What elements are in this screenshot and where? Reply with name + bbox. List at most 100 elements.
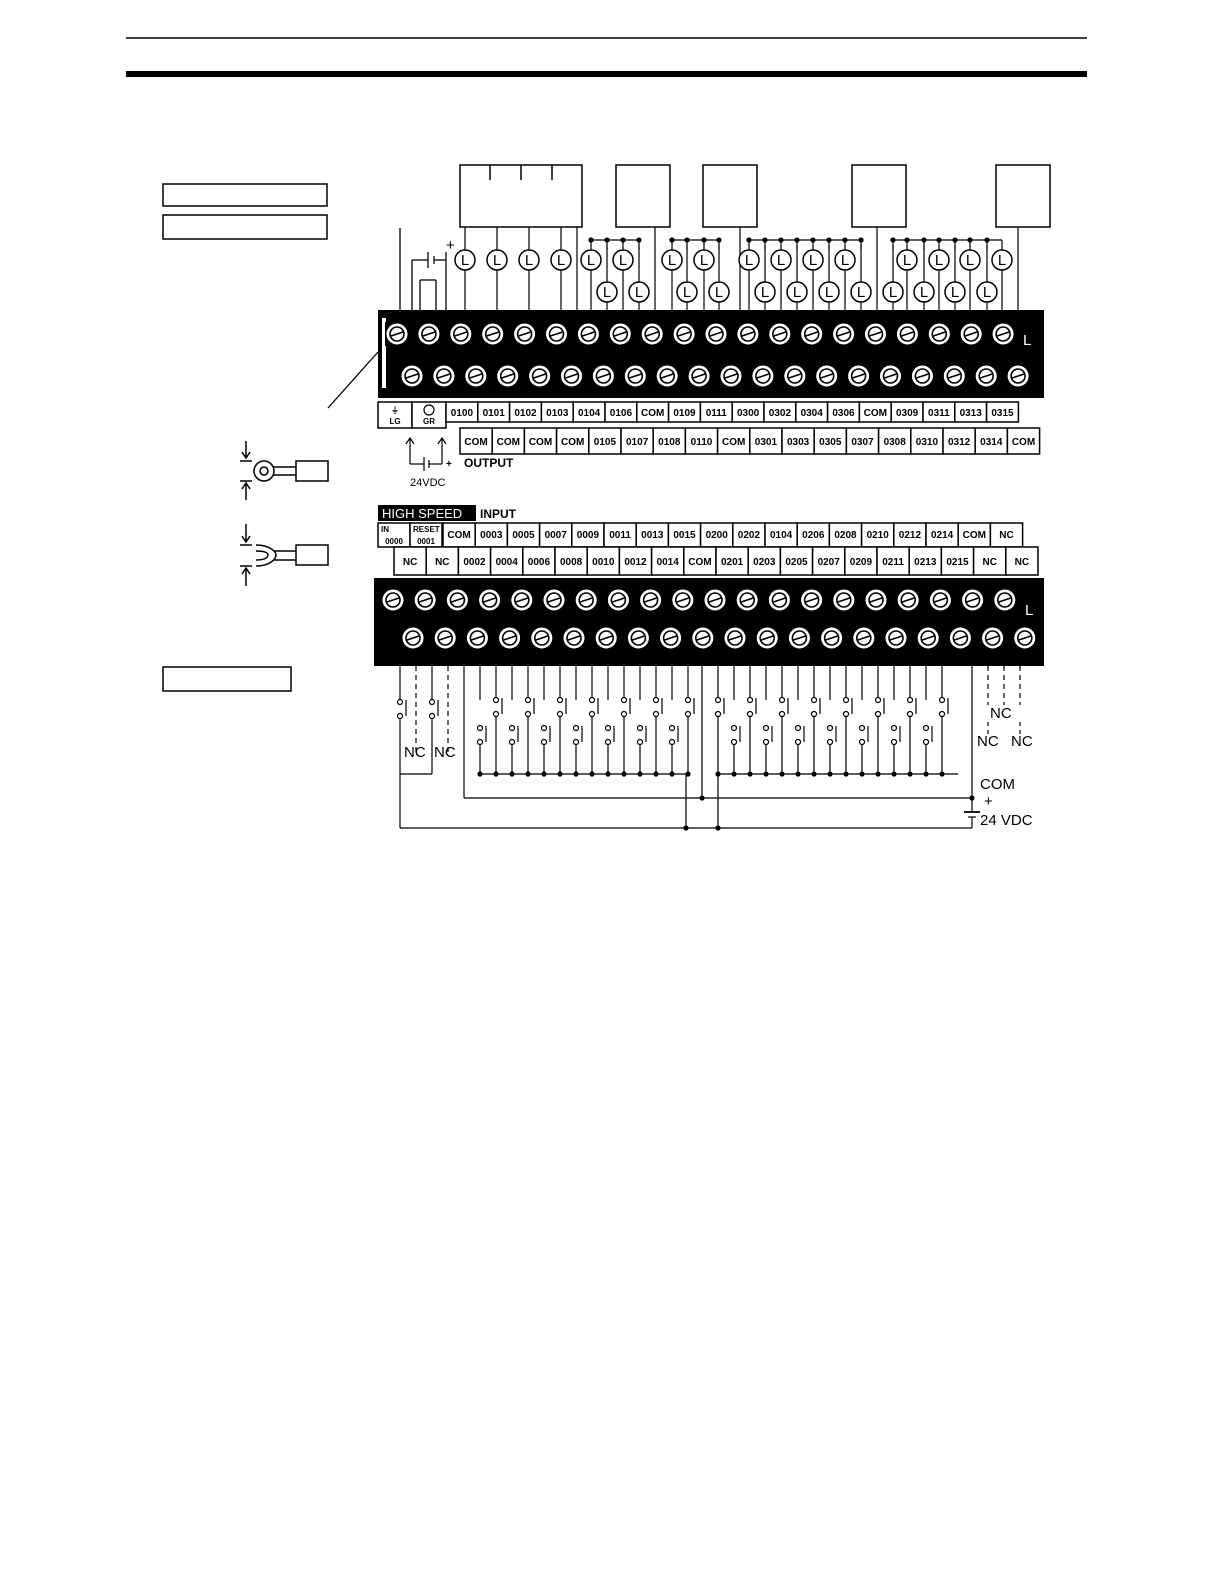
input-switch-icon (572, 724, 583, 746)
terminal-screw-icon (687, 364, 712, 388)
leader-line (327, 351, 379, 409)
output-bottom-label-8: COM (716, 427, 751, 455)
output-bottom-label-4: 0105 (588, 427, 622, 455)
hs-label-bottom: 0001 (417, 537, 435, 546)
output-bottom-label-17: COM (1006, 427, 1041, 455)
hs-input-label-1: RESET 0001 (409, 522, 443, 548)
terminal-screw-icon (799, 322, 824, 346)
junction-dot (890, 237, 896, 243)
input-switch-icon (396, 698, 407, 720)
input-bottom-label-5: 0008 (554, 546, 588, 576)
terminal-screw-icon (928, 588, 953, 612)
terminal-screw-icon (542, 588, 566, 612)
load-icon: L (454, 249, 476, 271)
terminal-screw-icon (594, 626, 619, 650)
load-symbol-text: L (857, 284, 865, 301)
terminal-screw-icon (948, 626, 973, 650)
input-bottom-label-4: 0006 (522, 546, 556, 576)
terminal-screw-icon (767, 588, 792, 612)
input-top-label-9: 0202 (732, 522, 766, 548)
junction-dot (826, 237, 832, 243)
terminal-screw-icon (799, 588, 824, 612)
load-symbol-text: L (966, 252, 974, 269)
load-icon: L (661, 249, 683, 271)
output-bottom-label-text: 0110 (691, 437, 713, 448)
output-top-label-3: 0101 (477, 401, 511, 423)
junction-dot (842, 237, 848, 243)
hs-label-top: RESET (413, 525, 440, 534)
load-icon: L (850, 281, 872, 303)
terminal-screw-icon (782, 364, 807, 388)
output-bottom-label-0: COM (459, 427, 493, 455)
load-icon: L (976, 281, 998, 303)
input-switch-icon (684, 696, 695, 718)
output-top-label-11: 0300 (731, 401, 765, 423)
input-switch-icon (746, 696, 757, 718)
input-bottom-label-7: 0012 (618, 546, 653, 576)
output-bottom-label-15: 0312 (942, 427, 976, 455)
output-bottom-label-text: 0105 (594, 437, 617, 448)
load-icon: L (786, 281, 808, 303)
junction-dot (921, 237, 927, 243)
load-symbol-text: L (951, 284, 959, 301)
terminal-screw-icon (703, 588, 727, 612)
nc-label-4: NC (977, 733, 999, 750)
terminal-screw-icon (480, 322, 505, 346)
junction-dot (746, 237, 752, 243)
load-symbol-text: L (461, 252, 469, 269)
load-symbol-text: L (635, 284, 643, 301)
load-symbol-text: L (825, 284, 833, 301)
input-bottom-label-text: NC (1015, 557, 1029, 568)
input-top-label-17: NC (989, 522, 1024, 548)
input-bottom-label-6: 0010 (586, 546, 621, 576)
input-top-label-text: 0104 (770, 530, 793, 541)
input-top-label-14: 0212 (893, 522, 927, 548)
hs-label-bottom: 0000 (385, 537, 403, 546)
output-bottom-label-text: COM (722, 437, 745, 448)
load-icon: L (928, 249, 950, 271)
junction-dot (636, 237, 642, 243)
junction-dot (699, 795, 705, 801)
terminal-screw-icon (787, 626, 812, 650)
load-icon: L (628, 281, 650, 303)
input-top-label-text: 0013 (641, 530, 664, 541)
input-bottom-label-text: 0006 (528, 557, 551, 568)
terminal-screw-icon (851, 626, 876, 650)
load-symbol-text: L (920, 284, 928, 301)
output-bottom-label-3: COM (555, 427, 590, 455)
output-block-mark: L (1023, 332, 1031, 349)
terminal-screw-icon (512, 322, 537, 346)
input-bottom-label-17: 0215 (940, 546, 975, 576)
junction-dot (683, 825, 689, 831)
terminal-screw-icon (831, 588, 856, 612)
output-top-label-4: 0102 (508, 401, 543, 423)
output-bottom-label-12: 0307 (845, 427, 880, 455)
terminal-screw-icon (640, 322, 665, 346)
input-switch-icon (668, 724, 679, 746)
terminal-screw-icon (381, 588, 405, 612)
terminal-screw-icon (413, 588, 438, 612)
terminal-screw-icon (704, 322, 728, 346)
load-symbol-text: L (903, 252, 911, 269)
input-top-label-text: 0210 (867, 530, 890, 541)
nc-label-3: NC (990, 705, 1012, 722)
input-top-label-text: 0214 (931, 530, 954, 541)
load-icon: L (518, 249, 540, 271)
input-bottom-label-text: 0012 (624, 557, 647, 568)
output-bottom-label-16: 0314 (974, 427, 1009, 455)
load-icon: L (693, 249, 715, 271)
load-symbol-text: L (557, 252, 565, 269)
terminal-screw-icon (846, 364, 871, 388)
input-top-label-13: 0210 (860, 522, 895, 548)
terminal-screw-icon (448, 322, 473, 346)
input-top-label-text: 0015 (673, 530, 696, 541)
load-icon: L (596, 281, 618, 303)
output-top-label-text: 0109 (673, 408, 696, 419)
output-supply-label: 24VDC (410, 477, 446, 489)
input-switch-icon (476, 724, 487, 746)
output-bottom-label-5: 0107 (620, 427, 654, 455)
nc-label-1: NC (404, 744, 426, 761)
input-bottom-label-9: COM (683, 546, 717, 576)
